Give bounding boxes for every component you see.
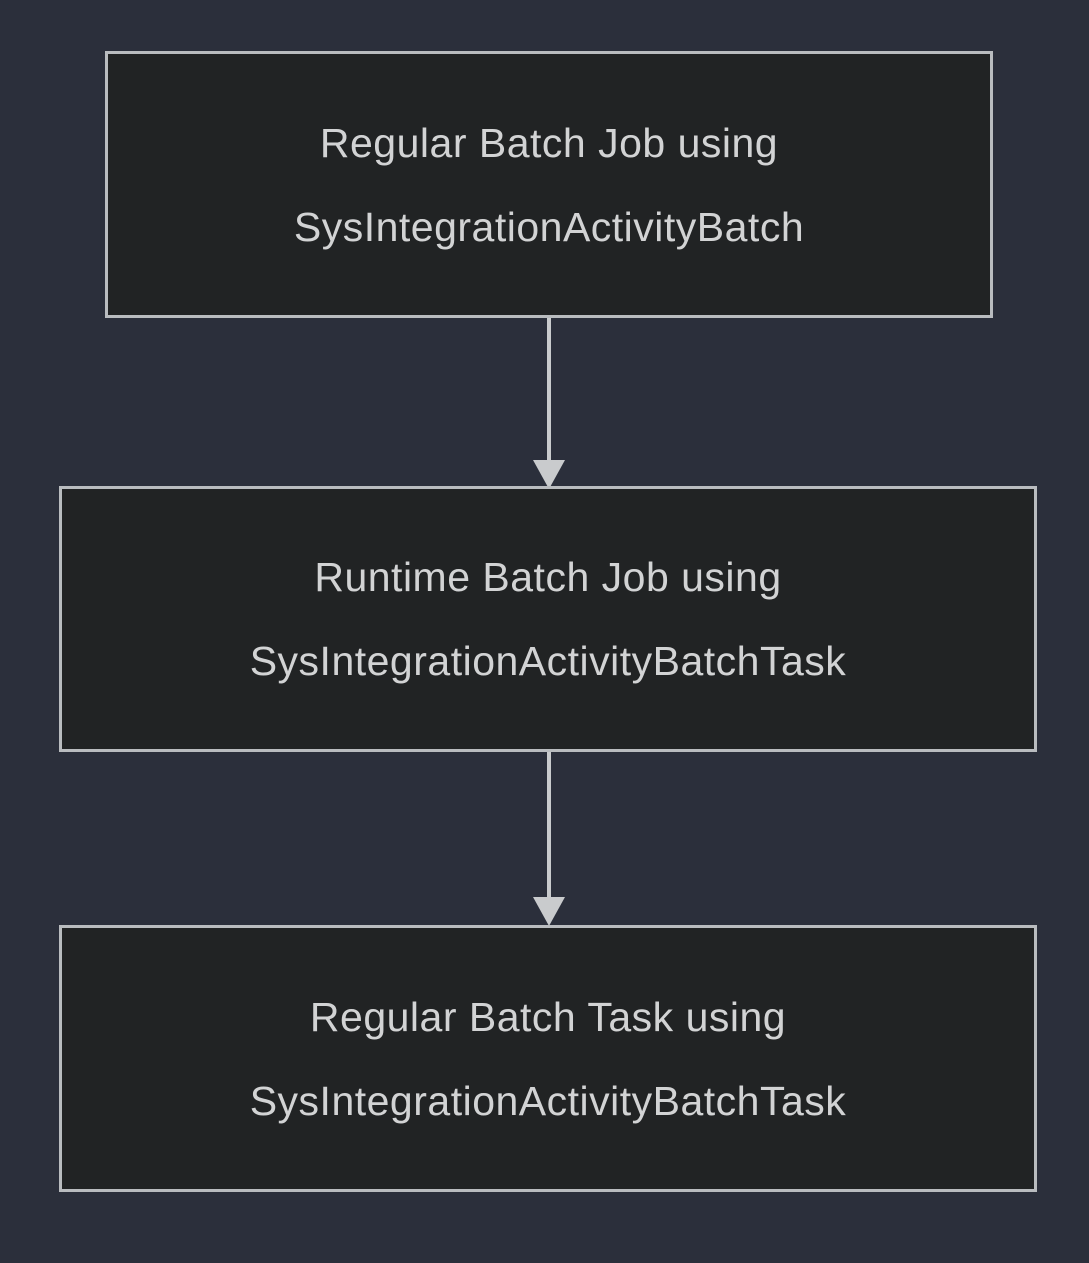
node-label-line2: SysIntegrationActivityBatch	[293, 203, 805, 250]
edge-arrow-2	[533, 752, 565, 926]
node-label-line1: Regular Batch Job using	[319, 119, 779, 166]
node-runtime-batch-job: Runtime Batch Job using SysIntegrationAc…	[59, 486, 1037, 752]
node-label-line1: Regular Batch Task using	[309, 993, 787, 1040]
edge-arrow-1	[533, 318, 565, 489]
node-label-line2: SysIntegrationActivityBatchTask	[249, 638, 847, 684]
node-regular-batch-job: Regular Batch Job using SysIntegrationAc…	[105, 51, 993, 318]
node-regular-batch-task: Regular Batch Task using SysIntegrationA…	[59, 925, 1037, 1192]
node-label-line1: Runtime Batch Job using	[314, 554, 782, 600]
node-label-line2: SysIntegrationActivityBatchTask	[249, 1077, 847, 1124]
